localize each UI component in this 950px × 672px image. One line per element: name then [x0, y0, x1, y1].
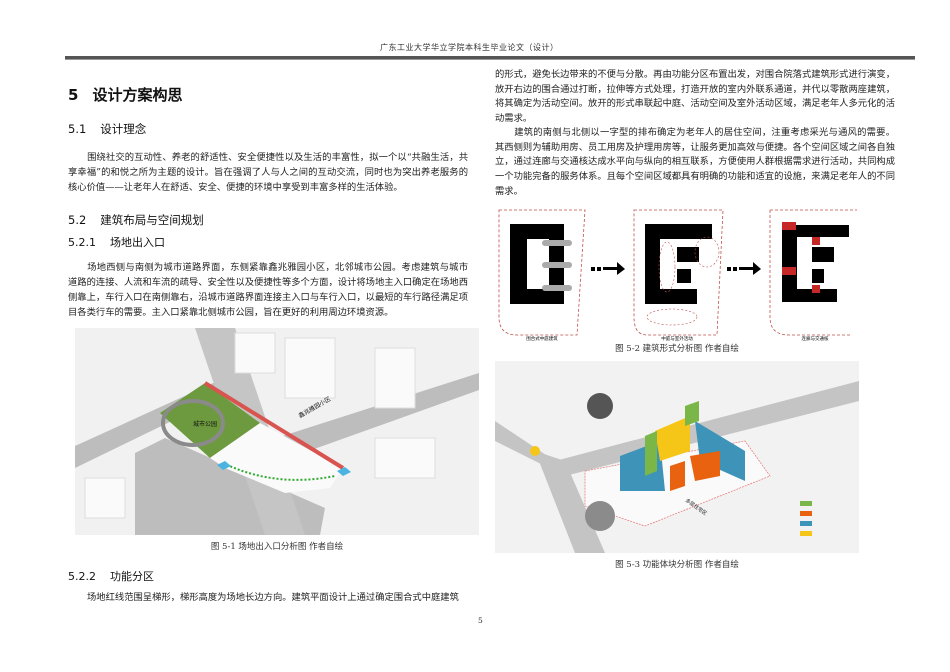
arrow-icon: [591, 262, 625, 275]
legend: [800, 501, 812, 536]
site-area: [210, 423, 343, 493]
section-heading-5-1: 5.1 设计理念: [68, 122, 146, 136]
subsection-title: 场地出入口: [110, 236, 165, 249]
block-service: [655, 416, 690, 461]
figure-5-2-caption: 图 5-2 建筑形式分析图 作者自绘: [615, 344, 739, 354]
page-number: 5: [478, 616, 483, 625]
park-label: 城市公园: [193, 420, 217, 428]
panel-label: 围合式中庭建筑: [526, 335, 558, 342]
block-core: [645, 431, 657, 476]
chapter-title: 设计方案构思: [92, 86, 183, 104]
figure-5-1-site-entrance-analysis: 城市公园 鑫兆雅园小区: [75, 328, 479, 535]
photo-inset: [585, 501, 615, 531]
circulation-cores: [782, 222, 820, 293]
arrow-icon: [727, 262, 761, 275]
paragraph-functional-zoning-start: 场地红线范围呈梯形，梯形高度为场地长边方向。建筑平面设计上通过确定围合式中庭建筑: [87, 592, 459, 603]
entrance-marker: [217, 461, 231, 470]
paragraph-functional-zoning-cont: 的形式，避免长边带来的不便与分散。再由功能分区布置出发，对围合院落式建筑形式进行…: [495, 69, 895, 125]
section-number: 5.1: [68, 122, 87, 136]
figure-5-2-building-form-analysis: 围合式中庭建筑 中庭与室外活动 连廊与交通核: [497, 207, 857, 342]
paragraph-design-concept: 围绕社交的互动性、养老的舒适性、安全便捷性以及生活的丰富性，拟一个以“共融生活，…: [68, 152, 468, 193]
corridor-block: [782, 225, 849, 302]
subsection-heading-5-2-2: 5.2.2 功能分区: [68, 570, 154, 584]
section-title: 设计理念: [100, 122, 147, 136]
chapter-number: 5: [68, 86, 79, 104]
subsection-title: 功能分区: [110, 570, 154, 583]
header-rule: [65, 56, 915, 60]
park-path: [161, 399, 225, 447]
open-block: [645, 224, 712, 304]
section-heading-5-2: 5.2 建筑布局与空间规划: [68, 213, 204, 227]
subsection-number: 5.2.1: [68, 236, 96, 249]
chapter-heading: 5 设计方案构思: [68, 86, 182, 104]
photo-inset: [587, 393, 613, 419]
panel-label: 连廊与交通核: [802, 335, 829, 342]
block-core: [685, 401, 699, 426]
site-outlines: [498, 209, 857, 336]
subsection-number: 5.2.2: [68, 570, 96, 583]
panel-label: 中庭与室外活动: [661, 335, 693, 342]
figure-5-1-caption: 图 5-1 场地出入口分析图 作者自绘: [210, 542, 344, 552]
paragraph-functional-zoning-2: 建筑的南侧与北侧以一字型的排布确定为老年人的居住空间，注重考虑采光与通风的需要。…: [495, 127, 895, 197]
road: [535, 451, 605, 553]
vehicle-route: [222, 462, 336, 481]
figure-5-3-functional-block-analysis: 多层住宅区: [495, 361, 859, 553]
surrounding-buildings: [84, 332, 436, 519]
running-header: 广东工业大学华立学院本科生毕业论文（设计）: [380, 43, 559, 52]
entrance-marker: [337, 467, 351, 476]
paragraph-site-entrance: 场地西侧与南侧为城市道路界面，东侧紧靠鑫兆雅园小区，北邻城市公园。考虑建筑与城市…: [68, 262, 468, 318]
road-east: [245, 373, 479, 463]
section-number: 5.2: [68, 213, 87, 227]
section-title: 建筑布局与空间规划: [100, 213, 204, 227]
block-activity: [670, 461, 685, 491]
figure-5-3-caption: 图 5-3 功能体块分析图 作者自绘: [615, 560, 739, 570]
subsection-heading-5-2-1: 5.2.1 场地出入口: [68, 236, 165, 250]
block-activity: [690, 451, 720, 481]
boundary-line: [203, 381, 345, 470]
sun-icon: [530, 446, 540, 456]
